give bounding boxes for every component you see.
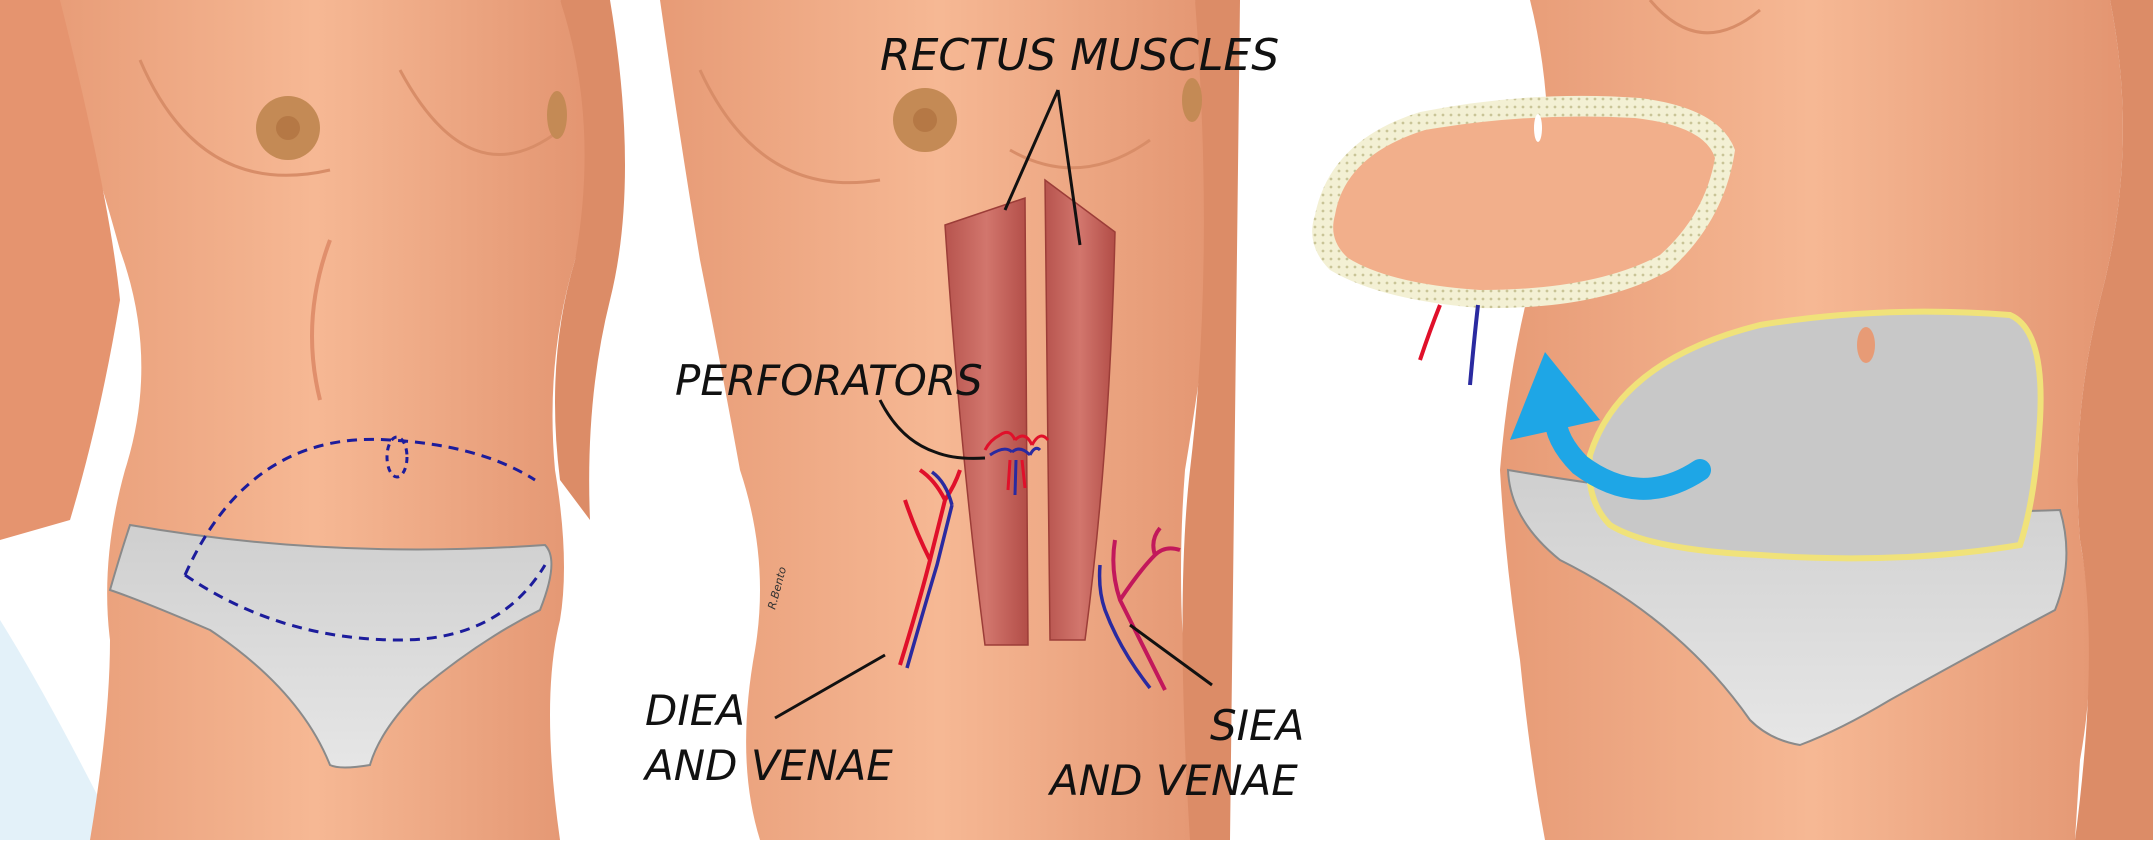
diea-label-line2: AND VENAE: [642, 741, 893, 790]
nipple: [1182, 78, 1202, 122]
areola-center: [913, 108, 937, 132]
rectus-muscles-label: RECTUS MUSCLES: [880, 30, 1279, 81]
siea-label-line1: SIEA: [1210, 701, 1304, 750]
diea-label-line1: DIEA: [645, 686, 745, 735]
flap-vein: [1470, 305, 1478, 385]
panel-vascular-anatomy: R.Bento RECTUS MUSCLES PERFORATORS DIEA …: [642, 0, 1304, 840]
nipple: [547, 91, 567, 139]
panel-flap-harvest: [1312, 0, 2153, 840]
siea-label-line2: AND VENAE: [1047, 756, 1298, 805]
umbilicus: [1857, 327, 1875, 363]
flap-artery: [1420, 305, 1440, 360]
areola-center: [276, 116, 300, 140]
flap-umbilicus: [1534, 114, 1542, 142]
panel-preoperative-markings: [0, 0, 625, 840]
perforators-label: PERFORATORS: [675, 356, 983, 405]
